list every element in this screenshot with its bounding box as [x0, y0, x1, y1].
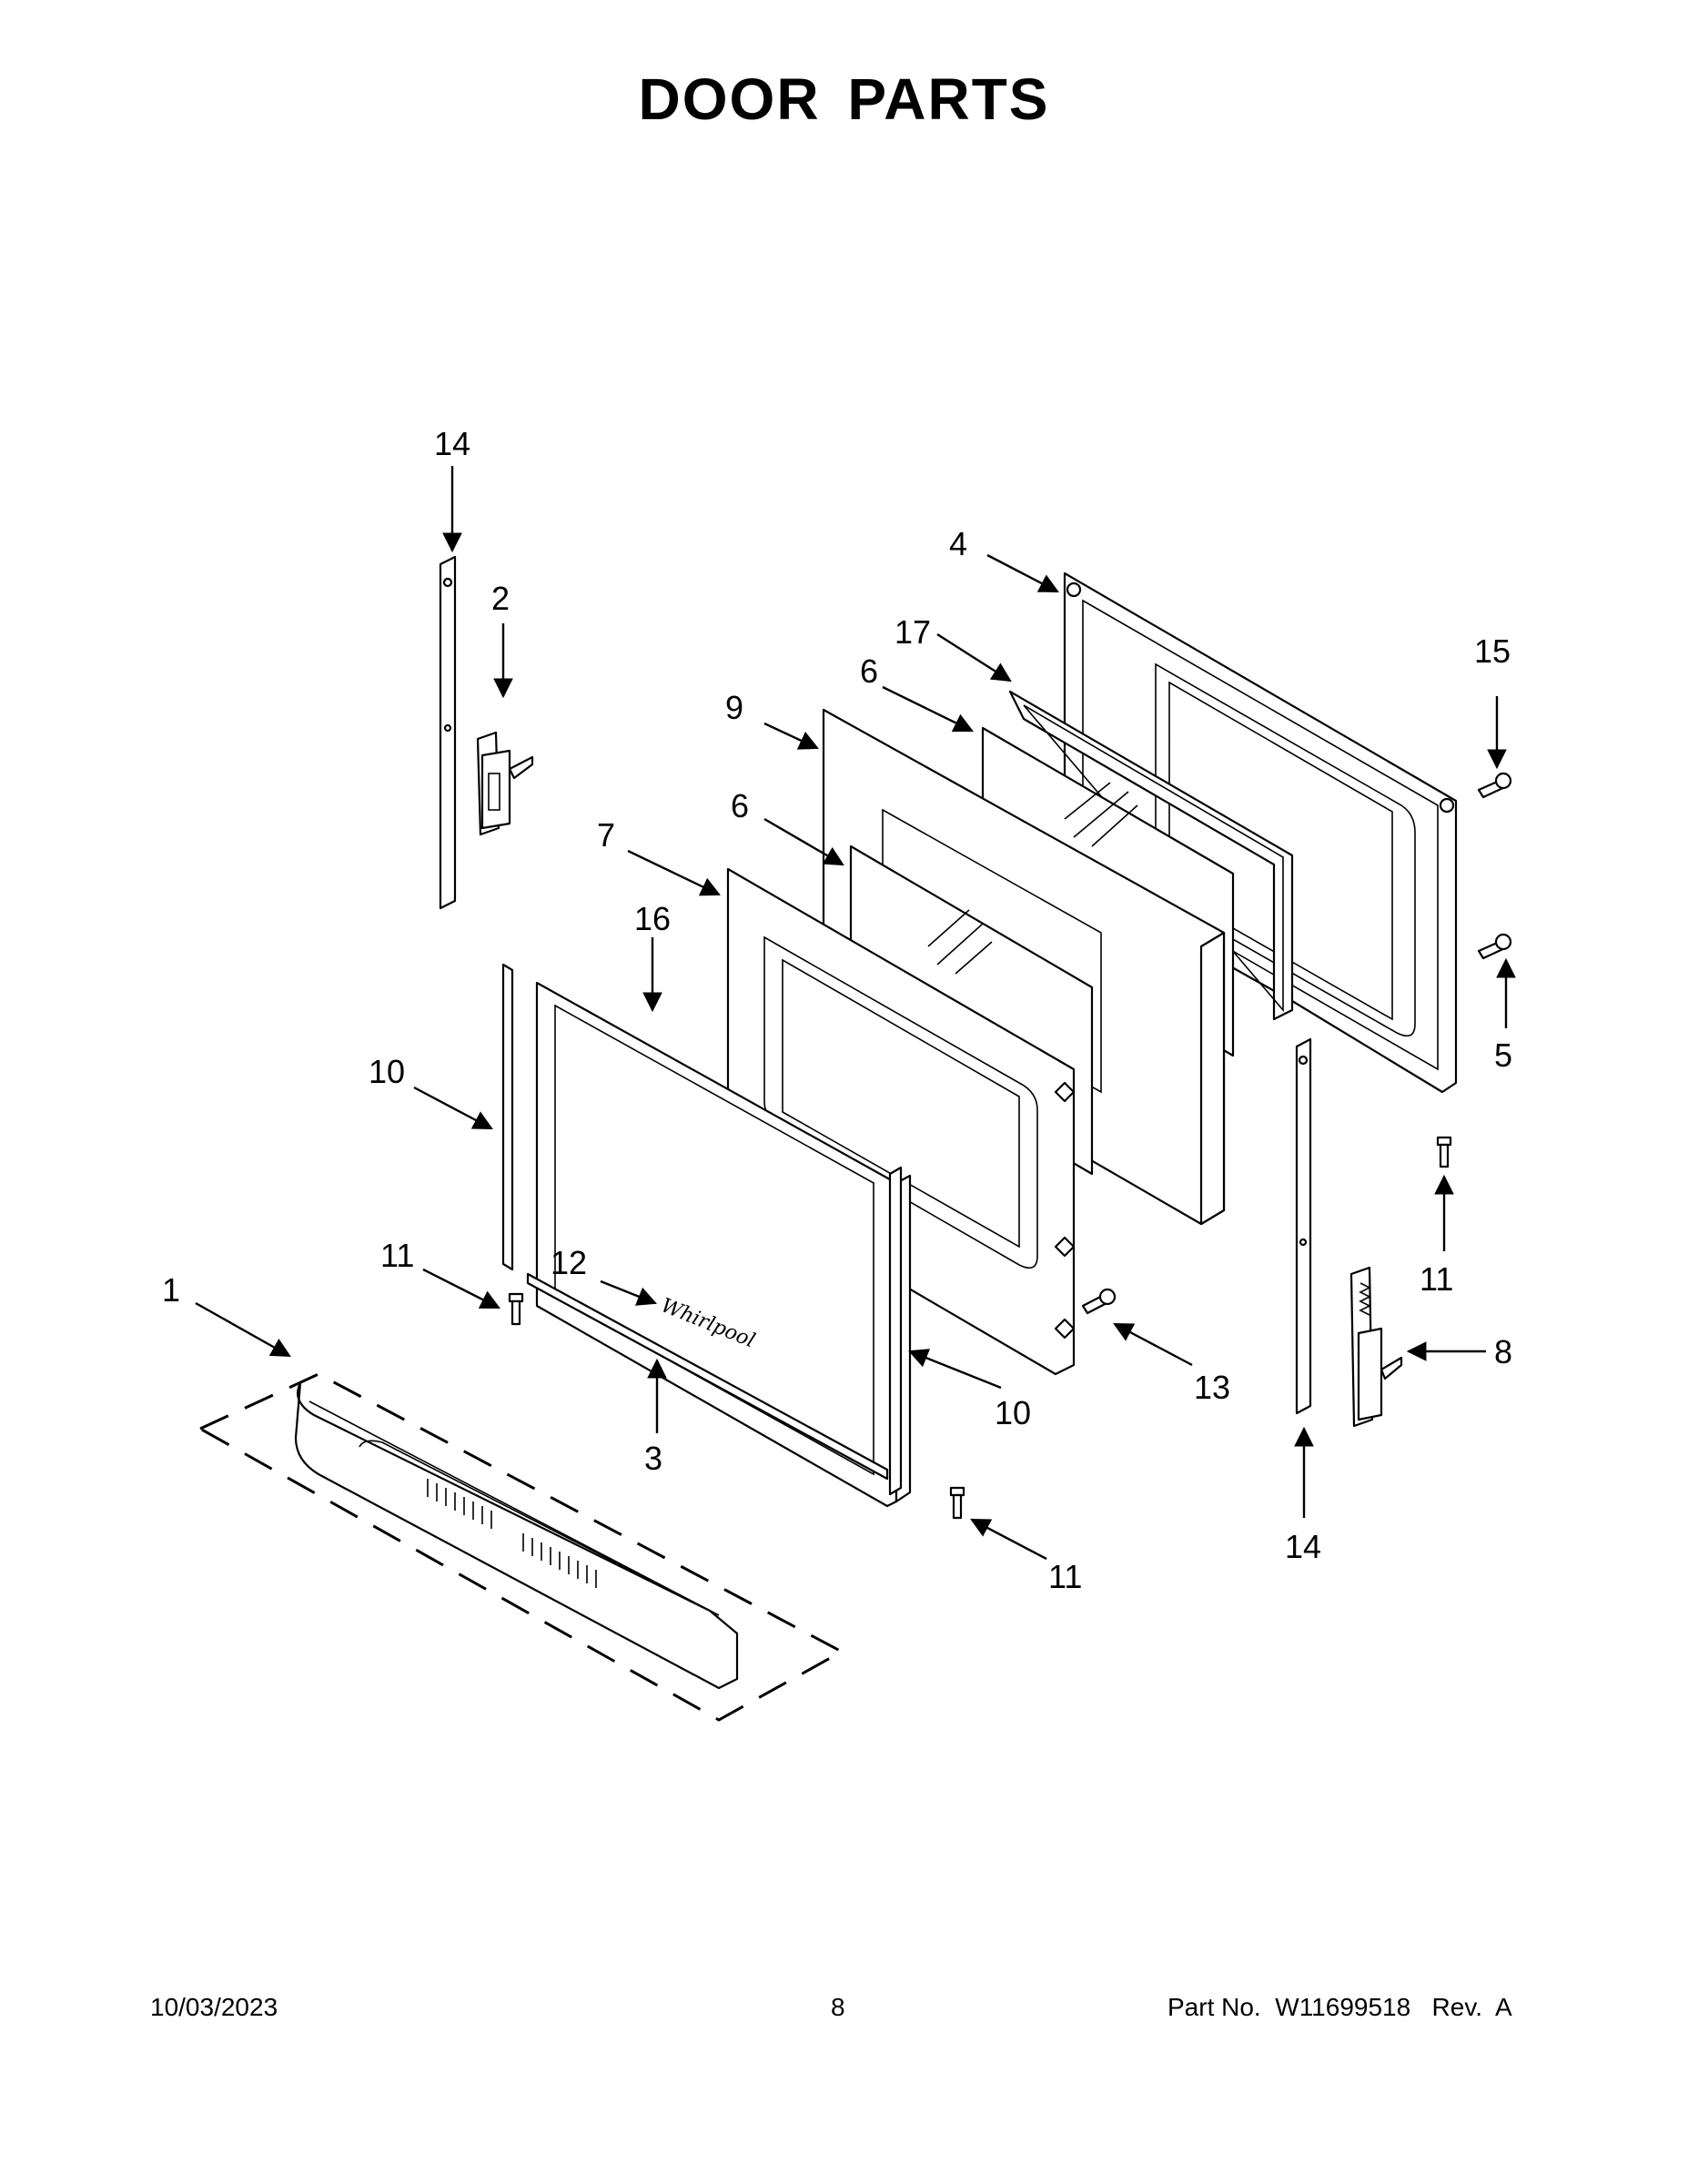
part-hinge-right	[1349, 1266, 1403, 1428]
part-side-trim-left	[501, 963, 514, 1271]
callout-11-bottom: 11	[1048, 1558, 1082, 1595]
part-inner-door-panel	[1063, 571, 1458, 1094]
part-bottom-trim	[526, 1272, 889, 1481]
part-door-handle	[197, 1372, 845, 1722]
callout-4: 4	[949, 525, 967, 562]
callout-14-bottom: 14	[1285, 1528, 1321, 1565]
screw-icon-13	[1081, 1288, 1117, 1315]
screw-icon-5	[1477, 933, 1512, 960]
part-hinge-left	[476, 731, 534, 836]
screw-icon-11-right	[1436, 1136, 1452, 1168]
footer-date: 10/03/2023	[150, 1993, 278, 2021]
callout-10-left: 10	[369, 1053, 405, 1090]
callout-3: 3	[644, 1440, 662, 1477]
screw-icon-15	[1477, 772, 1512, 799]
page-title: DOOR PARTS	[638, 66, 1050, 132]
leader-lines	[195, 466, 1516, 1561]
callout-7: 7	[597, 816, 615, 854]
callout-1: 1	[162, 1271, 180, 1309]
screw-icon-11-left	[508, 1292, 524, 1326]
callout-14-top: 14	[434, 425, 470, 462]
callout-9: 9	[725, 689, 743, 726]
part-hinge-receiver-right	[1295, 1037, 1312, 1415]
callout-10-right: 10	[995, 1394, 1031, 1431]
callout-8: 8	[1494, 1333, 1512, 1370]
callout-11-right: 11	[1420, 1260, 1453, 1298]
footer-page-number: 8	[831, 1993, 845, 2021]
handle-vent-slots	[427, 1479, 597, 1588]
screw-icon-11-bottom	[949, 1486, 965, 1520]
part-hinge-receiver-left	[439, 555, 457, 910]
callout-6-upper: 6	[860, 652, 878, 690]
callout-6-lower: 6	[731, 787, 749, 824]
callout-16: 16	[634, 900, 671, 937]
callout-11-left: 11	[380, 1237, 414, 1274]
callout-15: 15	[1474, 632, 1511, 670]
callout-17: 17	[895, 613, 931, 651]
callout-13: 13	[1194, 1369, 1230, 1406]
callout-5: 5	[1494, 1036, 1512, 1074]
callout-12: 12	[551, 1244, 587, 1281]
footer-part-number: Part No. W11699518 Rev. A	[1167, 1993, 1512, 2021]
callout-2: 2	[491, 580, 510, 617]
part-side-trim-right	[888, 1166, 903, 1496]
